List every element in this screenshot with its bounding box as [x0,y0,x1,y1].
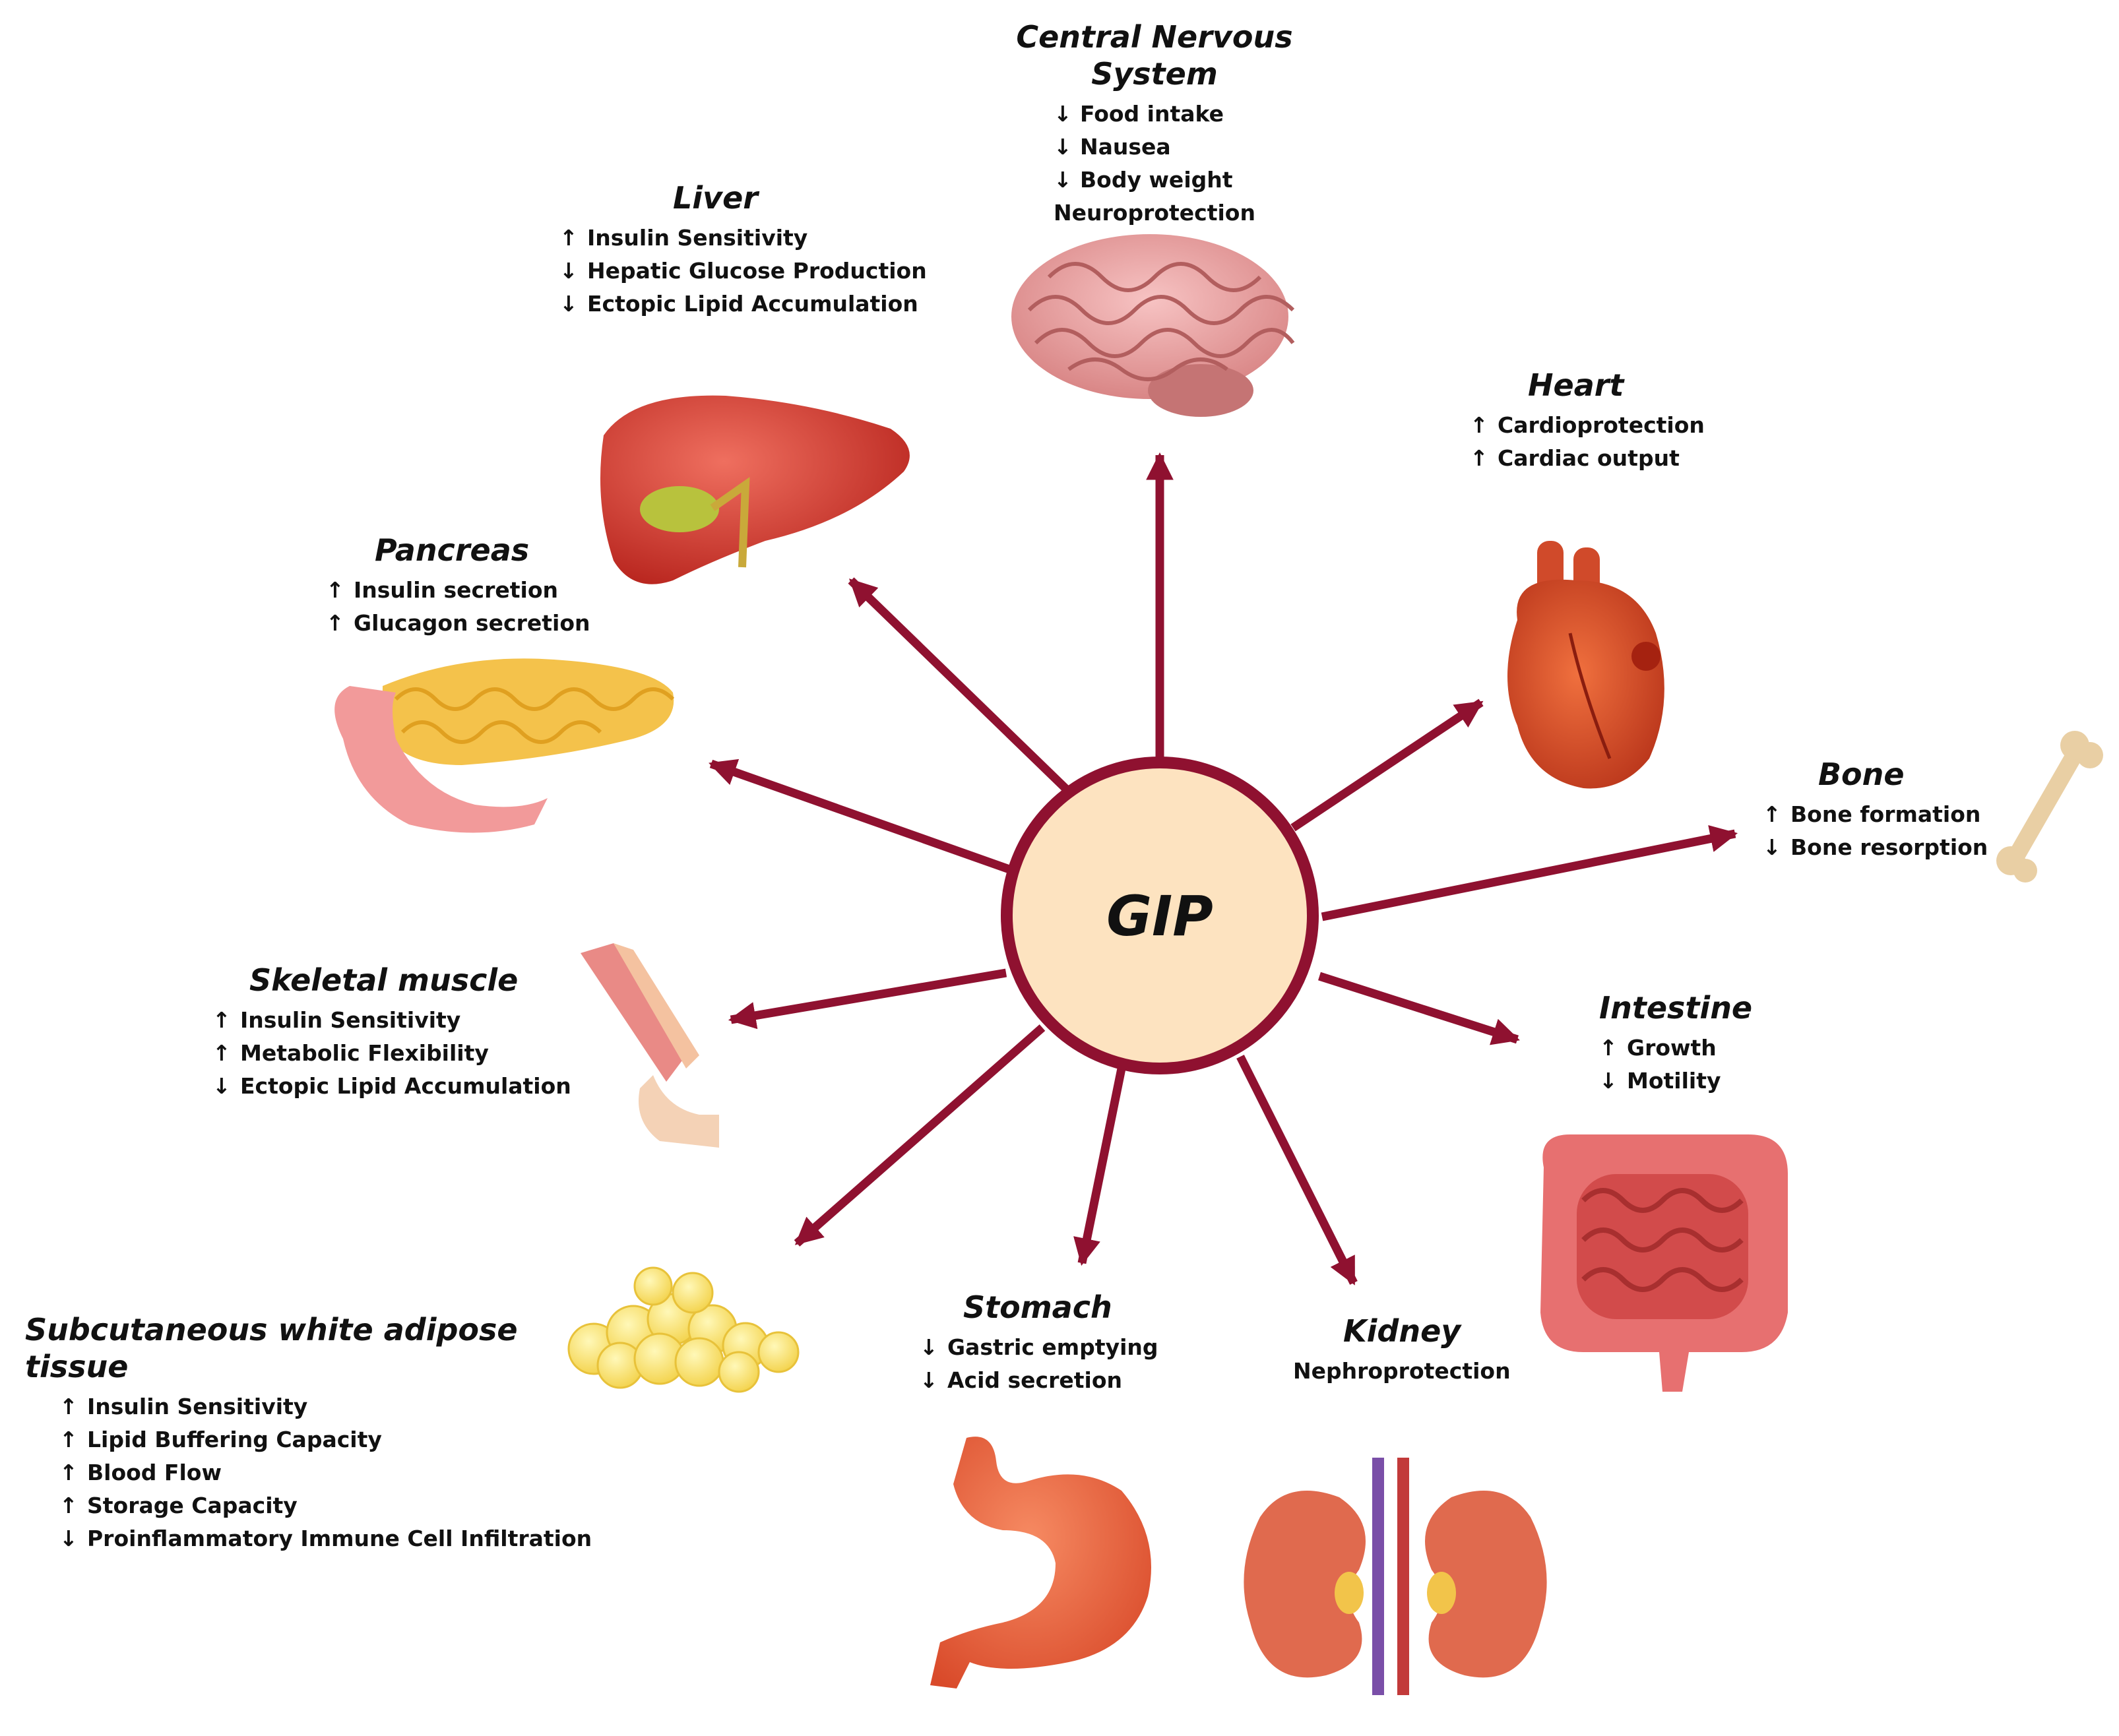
fat-cells-illustration [567,1266,800,1393]
effect-item: ↓Ectopic Lipid Accumulation [212,1073,571,1099]
effect-item: ↑Cardiac output [1470,445,1680,471]
arrow-to-heart [1290,698,1484,832]
brain-illustration [1011,234,1295,417]
effect-item: ↓Proinflammatory Immune Cell Infiltratio… [59,1526,592,1551]
arrow-to-adipose [794,1024,1046,1247]
organ-adipose: Subcutaneous white adipose tissue ↑Insul… [25,1311,592,1555]
effect-item: ↑Growth [1599,1035,1717,1061]
organ-title: Pancreas [375,532,530,568]
arm-muscle-illustration [581,943,719,1148]
kidney-illustration [1244,1458,1547,1695]
organ-liver: Liver ↑Insulin Sensitivity ↓Hepatic Gluc… [559,179,968,321]
effect-list: ↓Gastric emptying ↓Acid secretion [920,1331,1197,1397]
organ-title: Central Nervous System [1016,19,1293,92]
organ-stomach: Stomach ↓Gastric emptying ↓Acid secretio… [920,1289,1197,1397]
organ-title: Intestine [1599,990,1753,1026]
organ-title: Bone [1818,757,1905,792]
organ-heart: Heart ↑Cardioprotection ↑Cardiac output [1470,367,1747,475]
heart-illustration [1507,541,1664,789]
effect-item: Nephroprotection [1293,1358,1511,1384]
effect-item: ↑Insulin Sensitivity [59,1394,308,1419]
effect-list: ↑Insulin Sensitivity ↓Hepatic Glucose Pr… [559,222,968,321]
stomach-illustration [930,1437,1151,1689]
bone-illustration [1996,731,2103,883]
effect-list: ↑Growth ↓Motility [1599,1032,1797,1098]
organ-title: Skeletal muscle [249,962,519,998]
arrow-to-intestine [1318,972,1520,1045]
effect-item: ↑Lipid Buffering Capacity [59,1427,382,1452]
arrow-to-stomach [1073,1067,1126,1266]
effect-item: ↓Body weight [1054,167,1233,193]
gip-node: GIP [1001,757,1319,1074]
organ-title: Heart [1528,367,1624,403]
arrow-to-skeletal-muscle [728,968,1007,1030]
effect-list: ↑Insulin Sensitivity ↑Lipid Buffering Ca… [25,1390,592,1555]
effect-list: ↑Bone formation ↓Bone resorption [1763,798,1988,864]
effect-item: ↑Bone formation [1763,801,1981,827]
effect-item: ↑Metabolic Flexibility [212,1040,489,1066]
gip-label: GIP [1106,884,1213,948]
effect-item: ↓Nausea [1054,134,1171,160]
effect-item: ↓Hepatic Glucose Production [559,258,927,284]
organ-pancreas: Pancreas ↑Insulin secretion ↑Glucagon se… [326,532,603,640]
effect-item: ↓Gastric emptying [920,1334,1158,1360]
effect-item: ↓Bone resorption [1763,834,1988,860]
effect-item: ↓Acid secretion [920,1367,1123,1393]
effect-item: ↑Insulin Sensitivity [559,225,808,251]
effect-list: ↑Insulin secretion ↑Glucagon secretion [326,574,603,640]
organ-intestine: Intestine ↑Growth ↓Motility [1599,989,1797,1098]
effect-item: ↑Cardioprotection [1470,412,1705,438]
effect-item: ↓Ectopic Lipid Accumulation [559,291,918,317]
organ-skeletal-muscle: Skeletal muscle ↑Insulin Sensitivity ↑Me… [212,962,582,1103]
arrow-to-pancreas [709,759,1011,874]
effect-list: Nephroprotection [1293,1355,1517,1388]
effect-item: ↑Insulin Sensitivity [212,1007,461,1033]
organ-kidney: Kidney Nephroprotection [1293,1313,1517,1388]
liver-illustration [600,395,910,584]
arrow-to-liver [848,577,1072,795]
pancreas-illustration [334,658,675,833]
arrow-to-bone [1321,824,1738,921]
organ-bone: Bone ↑Bone formation ↓Bone resorption [1763,756,1988,864]
effect-item: ↓Motility [1599,1068,1721,1094]
organ-title: Stomach [963,1289,1112,1325]
arrow-to-kidney [1236,1055,1358,1286]
organ-title: Subcutaneous white adipose tissue [25,1312,518,1384]
effect-item: ↑Storage Capacity [59,1493,298,1518]
effect-list: ↑Cardioprotection ↑Cardiac output [1470,409,1747,475]
effect-item: ↑Insulin secretion [326,577,559,603]
organ-cns: Central Nervous System ↓Food intake ↓Nau… [950,18,1359,230]
effect-list: ↑Insulin Sensitivity ↑Metabolic Flexibil… [212,1004,582,1103]
effect-item: ↓Food intake [1054,101,1224,127]
effect-list: ↓Food intake ↓Nausea ↓Body weight Neurop… [1054,98,1255,230]
intestine-illustration [1540,1134,1788,1392]
effect-item: ↑Glucagon secretion [326,610,590,636]
organ-title: Liver [673,180,758,216]
arrows [709,452,1738,1286]
organ-title: Kidney [1343,1313,1461,1349]
effect-item: Neuroprotection [1054,200,1255,226]
effect-item: ↑Blood Flow [59,1460,222,1485]
